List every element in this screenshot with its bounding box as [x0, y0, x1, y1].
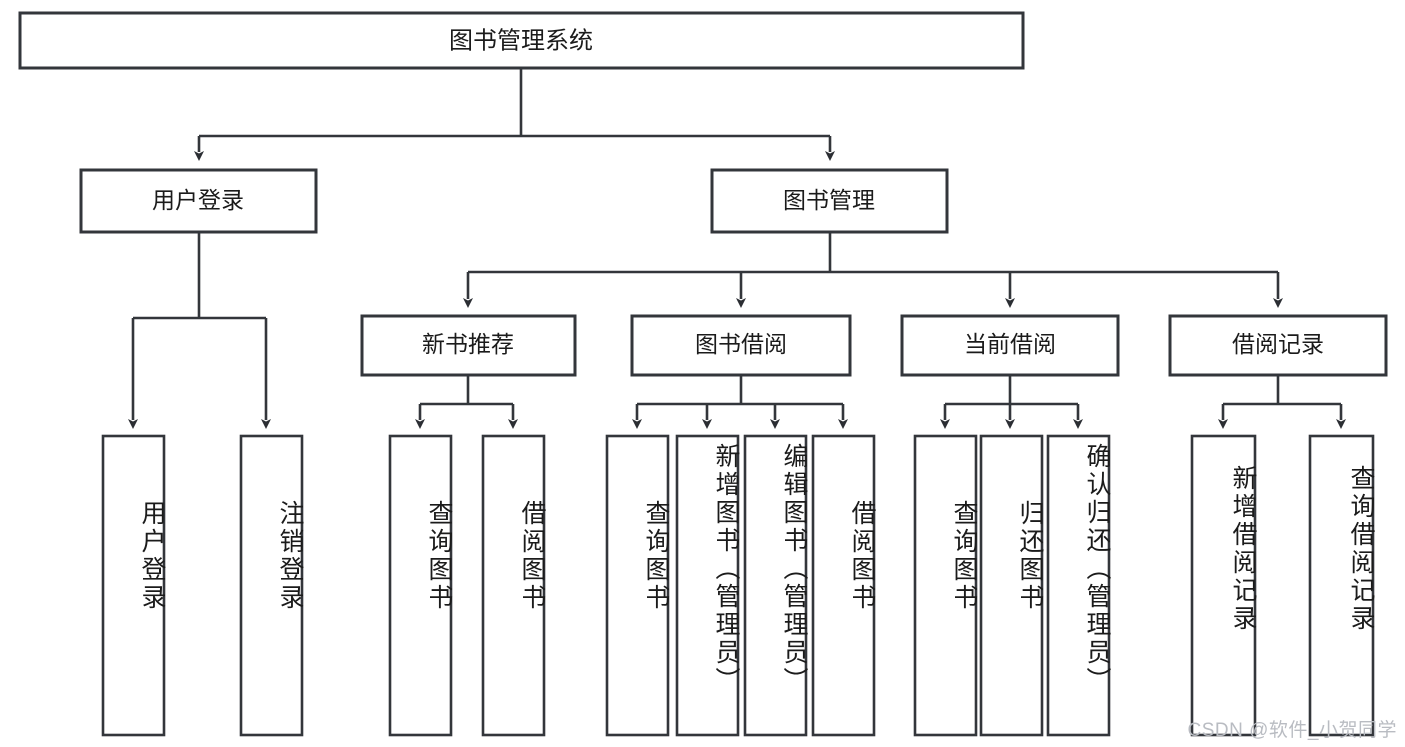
node-user-login-box [79, 168, 318, 234]
node-current-borrow-label: 当前借阅 [964, 331, 1056, 357]
node-new-book-recommend-box [360, 314, 577, 377]
connector-current-borrow-to-leaves [940, 375, 1083, 429]
node-book-management-label: 图书管理 [783, 187, 875, 213]
node-user-login[interactable]: 用户登录 [79, 168, 318, 234]
node-leaf-query-book-1-box[interactable] [388, 434, 453, 737]
node-leaf-edit-book-box[interactable] [743, 434, 808, 737]
node-leaf-query-book-3-box[interactable] [913, 434, 978, 737]
connector-book-management-to-level3 [463, 232, 1283, 308]
node-current-borrow-box [900, 314, 1120, 377]
node-leaf-add-book-box[interactable] [675, 434, 740, 737]
node-new-book-recommend-label: 新书推荐 [422, 331, 514, 357]
node-book-borrow[interactable]: 图书借阅 [630, 314, 852, 377]
node-leaf-logout-login-box[interactable] [239, 434, 304, 737]
node-leaf-query-record-box[interactable] [1308, 434, 1375, 737]
watermark-text: CSDN @软件_小贺同学 [1187, 720, 1397, 741]
node-root-box [18, 11, 1025, 70]
node-root-label: 图书管理系统 [449, 27, 593, 54]
node-leaf-user-login-box[interactable] [101, 434, 166, 737]
node-borrow-record-label: 借阅记录 [1232, 331, 1324, 357]
connector-borrow-record-to-leaves [1218, 375, 1346, 429]
connector-user-login-to-leaves [128, 232, 271, 429]
node-leaf-borrow-book-1-box[interactable] [481, 434, 546, 737]
connector-new-book-recommend-to-leaves [415, 375, 518, 429]
node-current-borrow[interactable]: 当前借阅 [900, 314, 1120, 377]
node-leaf-add-record-box[interactable] [1190, 434, 1257, 737]
node-leaf-borrow-book-2-box[interactable] [811, 434, 876, 737]
node-leaf-confirm-return-box[interactable] [1046, 434, 1111, 737]
node-root[interactable]: 图书管理系统 [18, 11, 1025, 70]
node-book-borrow-box [630, 314, 852, 377]
connector-root-to-level2 [194, 68, 835, 161]
node-user-login-label: 用户登录 [152, 187, 244, 213]
node-new-book-recommend[interactable]: 新书推荐 [360, 314, 577, 377]
node-borrow-record-box [1168, 314, 1388, 377]
node-book-borrow-label: 图书借阅 [695, 331, 787, 357]
node-leaf-query-book-2-box[interactable] [605, 434, 670, 737]
node-book-management[interactable]: 图书管理 [710, 168, 949, 234]
connector-book-borrow-to-leaves [632, 375, 848, 429]
node-book-management-box [710, 168, 949, 234]
node-borrow-record[interactable]: 借阅记录 [1168, 314, 1388, 377]
node-leaf-return-book-box[interactable] [979, 434, 1044, 737]
